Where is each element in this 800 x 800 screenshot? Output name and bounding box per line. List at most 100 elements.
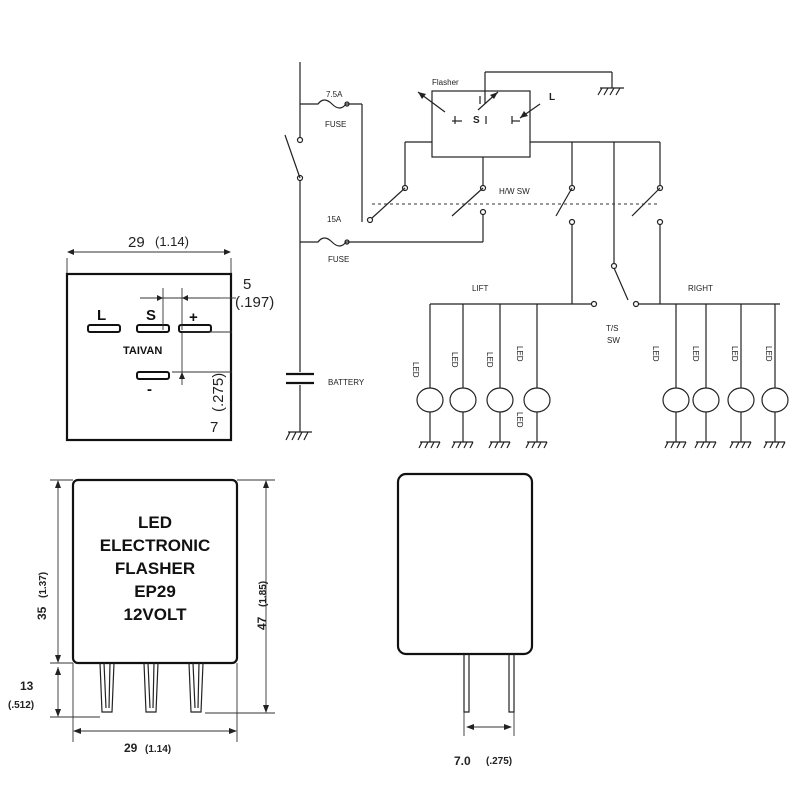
hazard-blade bbox=[451, 187, 484, 217]
flasher-label: Flasher bbox=[432, 78, 459, 87]
arrow-head bbox=[229, 728, 237, 734]
front-label-line-2: ELECTRONIC bbox=[100, 536, 211, 555]
ground-symbol bbox=[694, 441, 717, 449]
arrow-head bbox=[55, 655, 61, 663]
led-label: LED bbox=[450, 352, 459, 368]
total-height-dim-in: (1.85) bbox=[258, 581, 269, 607]
hazard-contact bbox=[656, 184, 664, 192]
arrow-head bbox=[55, 709, 61, 717]
arrow-head bbox=[179, 372, 185, 379]
pin-s-label: S bbox=[146, 307, 156, 324]
fuse-7-5a bbox=[300, 99, 362, 109]
left-led-2: LED bbox=[449, 304, 477, 449]
flasher-front-outline bbox=[71, 478, 239, 665]
wiring-schematic: BATTERY 7.5A FUSE 15A FUSE Flasher S L bbox=[284, 62, 789, 449]
flasher-box bbox=[431, 90, 531, 158]
brand-label: TAIVAN bbox=[123, 345, 162, 357]
pin-length-dim: 13 bbox=[20, 679, 34, 693]
side-pin-dim-in: (.275) bbox=[486, 756, 512, 767]
front-pin-2 bbox=[143, 662, 159, 713]
right-led-3: LED bbox=[727, 304, 755, 449]
ground-symbol bbox=[664, 441, 687, 449]
hazard-blade bbox=[631, 187, 661, 217]
led-label: LED bbox=[515, 412, 524, 428]
pin-length-dim-in: (.512) bbox=[8, 700, 34, 711]
hazard-contact bbox=[366, 216, 374, 224]
front-pin-3 bbox=[188, 662, 204, 713]
arrow-head bbox=[224, 249, 231, 255]
side-pin-dim: 7.0 bbox=[454, 754, 471, 768]
pin-offset-dim-in: (.275) bbox=[210, 373, 227, 412]
ground-symbol bbox=[488, 441, 511, 449]
right-label: RIGHT bbox=[688, 284, 713, 293]
ts-label-1: T/S bbox=[606, 324, 618, 333]
switch-contact bbox=[296, 136, 304, 144]
led-label: LED bbox=[764, 346, 773, 362]
led-label: LED bbox=[730, 346, 739, 362]
pin-l-slot bbox=[87, 324, 121, 333]
pin-plus-slot bbox=[178, 324, 212, 333]
right-led-2: LED bbox=[691, 304, 720, 449]
ground-symbol bbox=[451, 441, 474, 449]
pin-offset-dim: 7 bbox=[210, 419, 218, 436]
arrow-head bbox=[55, 667, 61, 675]
side-pin-2 bbox=[508, 654, 515, 713]
pin-spacing-dim-in: (.197) bbox=[235, 294, 274, 311]
hazard-contact bbox=[401, 184, 409, 192]
front-pin-3-inner bbox=[192, 662, 200, 709]
hazard-contact bbox=[568, 218, 576, 226]
led-lamp bbox=[761, 387, 789, 413]
pin-minus-slot bbox=[136, 371, 170, 380]
top-width-dim-in: (1.14) bbox=[155, 234, 189, 249]
left-led-1: LED bbox=[411, 304, 444, 449]
hazard-contact bbox=[479, 208, 487, 216]
ground-symbol bbox=[525, 441, 548, 449]
hazard-contact bbox=[568, 184, 576, 192]
ts-contact bbox=[632, 300, 640, 308]
arrow-head bbox=[520, 111, 528, 118]
flasher-pin-s: S bbox=[473, 115, 480, 126]
led-label: LED bbox=[485, 352, 494, 368]
arrow-head bbox=[157, 295, 163, 301]
fuse2-label: FUSE bbox=[328, 255, 349, 264]
ts-contact bbox=[610, 262, 618, 270]
ts-label-2: SW bbox=[607, 336, 620, 345]
front-label-line-5: 12VOLT bbox=[124, 605, 188, 624]
top-width-dim: 29 bbox=[128, 234, 145, 251]
ground-symbol bbox=[729, 441, 752, 449]
top-view: 29 (1.14) L S + - TAIVAN 5 (.197) 7 (.27… bbox=[65, 234, 274, 442]
arrow-head bbox=[504, 724, 512, 730]
left-label: LIFT bbox=[472, 284, 489, 293]
led-lamp bbox=[523, 387, 551, 413]
pin-l-label: L bbox=[97, 307, 106, 324]
front-label-line-1: LED bbox=[138, 513, 172, 532]
total-height-dim: 47 bbox=[255, 616, 269, 630]
battery-label: BATTERY bbox=[328, 378, 365, 387]
arrow-head bbox=[418, 92, 426, 99]
pin-minus-label: - bbox=[147, 381, 152, 398]
height-dim: 35 bbox=[35, 606, 49, 620]
fuse2-rating: 15A bbox=[327, 215, 342, 224]
front-label-line-4: EP29 bbox=[134, 582, 176, 601]
arrow-head bbox=[55, 480, 61, 488]
front-pin-2-inner bbox=[147, 662, 155, 709]
arrow-head bbox=[73, 728, 81, 734]
pin-spacing-dim: 5 bbox=[243, 276, 251, 293]
left-led-4: LED LED bbox=[515, 304, 551, 449]
arrow-head bbox=[466, 724, 474, 730]
ignition-switch-blade bbox=[284, 134, 301, 179]
fuse-terminal bbox=[344, 239, 350, 245]
arrow-head bbox=[67, 249, 74, 255]
ground-symbol bbox=[418, 441, 441, 449]
led-lamp bbox=[692, 387, 720, 413]
front-width-dim-in: (1.14) bbox=[145, 744, 171, 755]
hazard-blade bbox=[555, 187, 573, 217]
led-lamp bbox=[486, 387, 514, 413]
ground-symbol bbox=[285, 431, 312, 441]
led-label: LED bbox=[411, 362, 420, 378]
front-pin-1-inner bbox=[103, 662, 111, 709]
side-view: 7.0 (.275) bbox=[396, 472, 534, 768]
led-label: LED bbox=[515, 346, 524, 362]
front-pin-1 bbox=[99, 662, 115, 713]
